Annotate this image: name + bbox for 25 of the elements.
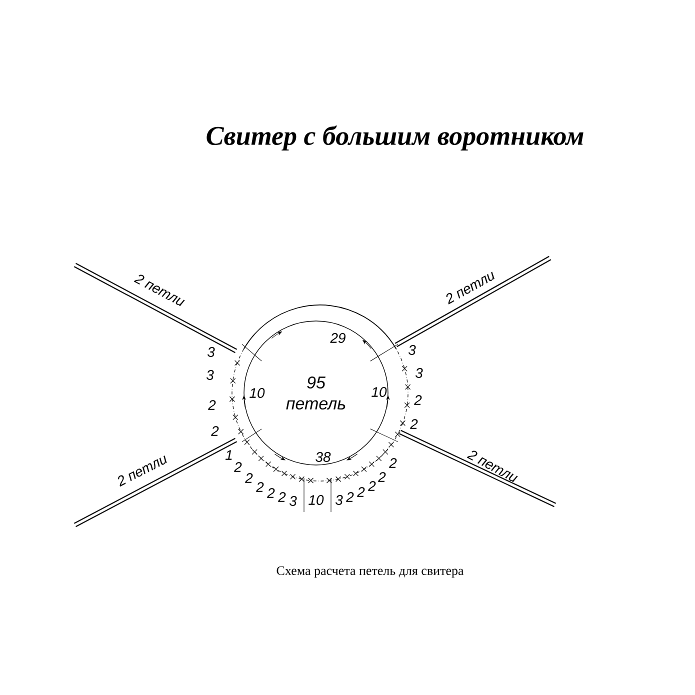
stitch-count: 2 bbox=[234, 462, 242, 472]
stitch-count: 2 bbox=[389, 458, 397, 468]
stitch-count: 2 bbox=[346, 492, 354, 502]
stitch-count: 2 bbox=[256, 482, 264, 492]
stitch-count: 2 bbox=[368, 481, 376, 491]
stitch-count: 3 bbox=[408, 345, 416, 355]
stitch-count: 10 bbox=[250, 388, 265, 398]
stitch-count: 3 bbox=[206, 370, 214, 380]
stitch-count: 10 bbox=[308, 495, 324, 505]
stitch-count: 3 bbox=[289, 496, 297, 506]
stitch-count: 2 bbox=[211, 426, 219, 436]
title: Свитер с большим воротником bbox=[206, 125, 584, 151]
stitch-count: 3 bbox=[415, 368, 423, 378]
stitch-count: 38 bbox=[316, 452, 331, 462]
caption: Схема расчета петель для свитера bbox=[276, 566, 464, 578]
stitch-count: 2 bbox=[208, 400, 216, 410]
stitch-count: 3 bbox=[335, 495, 343, 505]
stitch-count: 2 bbox=[357, 487, 365, 497]
stitch-count: 2 bbox=[414, 395, 422, 405]
stitch-count: 10 bbox=[372, 387, 387, 397]
stitch-count: 2 bbox=[267, 488, 275, 498]
stitch-count: 3 bbox=[207, 347, 215, 357]
stitch-count: 29 bbox=[330, 333, 346, 343]
stitch-count: 2 bbox=[410, 419, 418, 429]
stitch-count: 2 bbox=[278, 492, 286, 502]
